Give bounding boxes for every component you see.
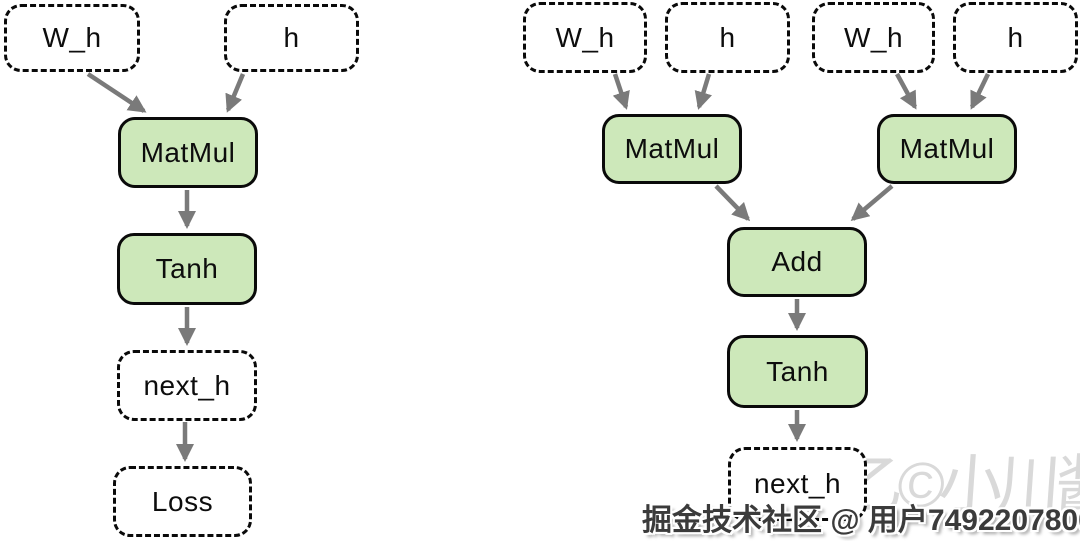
edge-h-to-matmul [225,73,246,113]
juejin-user-watermark: 掘金技术社区 @ 用户749220780005 [642,504,1080,537]
left-loss-node: Loss [113,466,252,537]
node-label: next_h [143,369,231,401]
right-input-h2-node: h [953,2,1078,73]
right-input-wh1-node: W_h [523,2,647,73]
right-input-h1-node: h [665,2,790,73]
node-label: W_h [42,22,102,53]
node-label: h [719,21,736,53]
left-tanh-node: Tanh [117,233,257,305]
node-label: Loss [151,485,214,517]
right-matmul2-node: MatMul [877,114,1017,184]
right-tanh-node: Tanh [727,335,868,408]
node-label: W_h [555,21,615,53]
node-label: h [283,22,300,53]
edge-h1-to-matmul1 [694,73,712,110]
node-label: W_h [843,21,904,53]
edge-matmul1-to-add [714,184,751,222]
edge-wh1-to-matmul1 [612,73,630,110]
edge-matmul2-to-add [850,184,894,221]
edge-wh-to-matmul [86,72,147,113]
right-matmul1-node: MatMul [602,114,742,184]
left-nexth-node: next_h [117,350,257,421]
node-label: MatMul [140,136,236,168]
node-label: Tanh [766,355,829,387]
node-label: MatMul [899,133,995,164]
left-input-h-node: h [224,4,359,72]
edge-h2-to-matmul2 [969,73,991,110]
node-label: MatMul [624,133,720,164]
edge-wh2-to-matmul2 [895,72,917,110]
node-label: h [1007,21,1024,53]
node-label: next_h [753,468,842,499]
left-input-wh-node: W_h [4,4,140,72]
right-input-wh2-node: W_h [812,2,935,73]
right-add-node: Add [727,227,867,297]
node-label: Add [771,246,823,277]
node-label: Tanh [155,253,219,284]
right-nexth-node: next_h [728,447,867,521]
left-matmul-node: MatMul [118,117,258,188]
